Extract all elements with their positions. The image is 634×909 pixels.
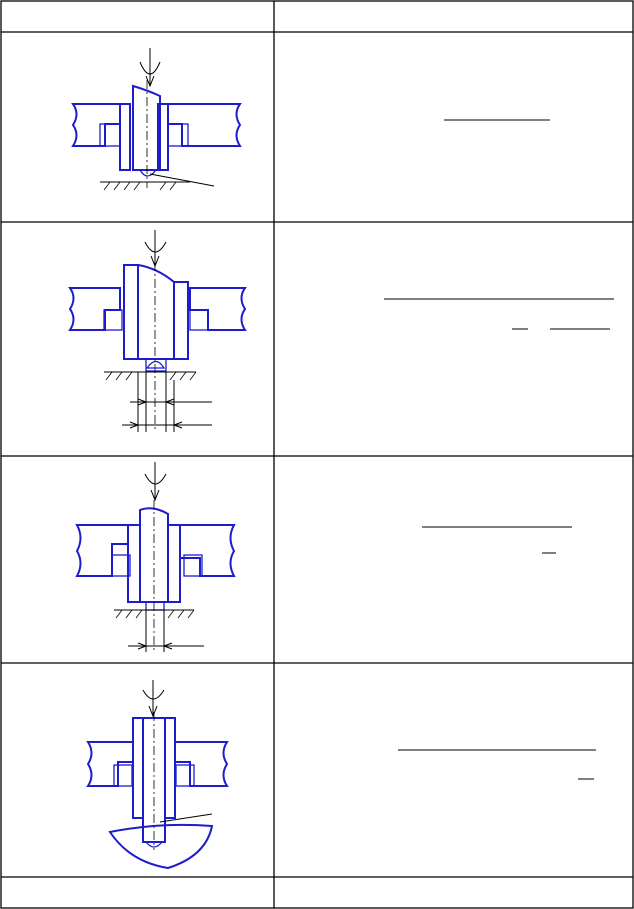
row2-drawing bbox=[68, 230, 247, 432]
rotation-arrow-icon bbox=[144, 230, 167, 268]
row3-drawing bbox=[75, 462, 236, 652]
rotation-arrow-icon bbox=[142, 680, 165, 718]
rotation-arrow-icon bbox=[144, 462, 167, 502]
rotation-arrow-icon bbox=[139, 48, 161, 88]
row1-drawing bbox=[71, 48, 242, 191]
row4-drawing bbox=[86, 680, 229, 870]
